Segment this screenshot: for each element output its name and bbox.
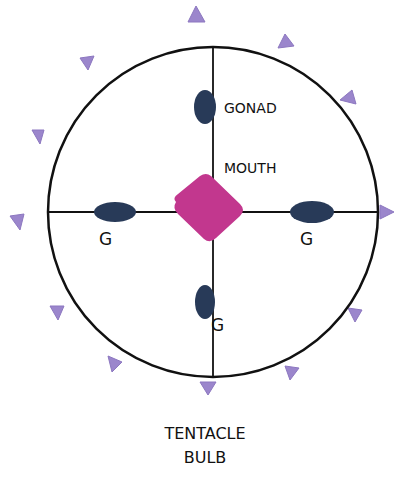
gonad-shape xyxy=(194,90,216,124)
gonads xyxy=(94,90,334,319)
part-label: G xyxy=(300,229,313,249)
tentacle-bulb xyxy=(188,6,205,22)
bell-outline xyxy=(48,47,378,377)
part-label: MOUTH xyxy=(224,160,276,177)
gonad-shape xyxy=(195,285,215,319)
tentacle-bulb xyxy=(10,214,24,230)
gonad-shape xyxy=(94,202,136,222)
tentacle-bulb xyxy=(285,366,299,380)
tentacle-bulb xyxy=(108,356,122,372)
part-label: G xyxy=(99,229,112,249)
tentacle-bulb xyxy=(340,90,356,104)
part-label: G xyxy=(211,315,224,335)
tentacle-bulb xyxy=(380,205,394,219)
tentacle-bulb xyxy=(32,130,44,144)
tentacle-bulb xyxy=(348,308,362,322)
tentacle-bulbs xyxy=(10,6,394,395)
tentacle-bulb xyxy=(278,34,294,48)
tentacle-bulb xyxy=(200,382,216,395)
part-label: TENTACLE BULB xyxy=(143,422,267,470)
part-label: GONAD xyxy=(224,100,277,117)
mouth-shape xyxy=(174,174,243,241)
tentacle-bulb xyxy=(50,306,64,320)
tentacle-bulb xyxy=(80,56,94,70)
gonad-shape xyxy=(290,201,334,223)
